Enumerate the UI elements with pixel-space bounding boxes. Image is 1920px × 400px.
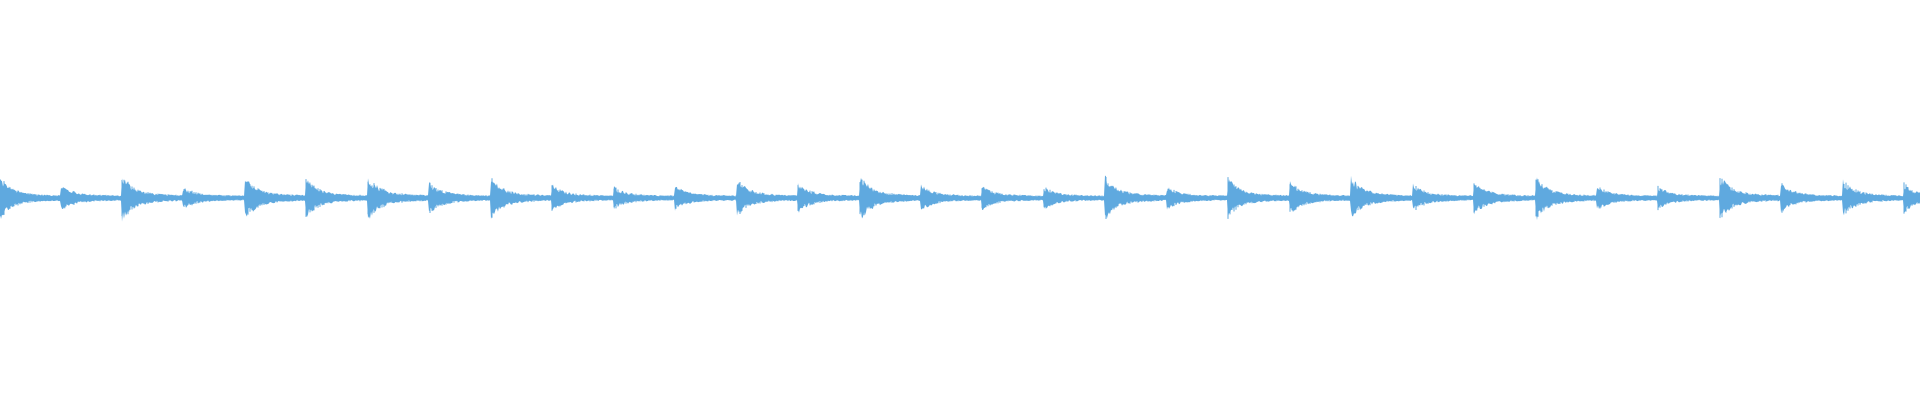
waveform-bars — [0, 175, 1920, 222]
